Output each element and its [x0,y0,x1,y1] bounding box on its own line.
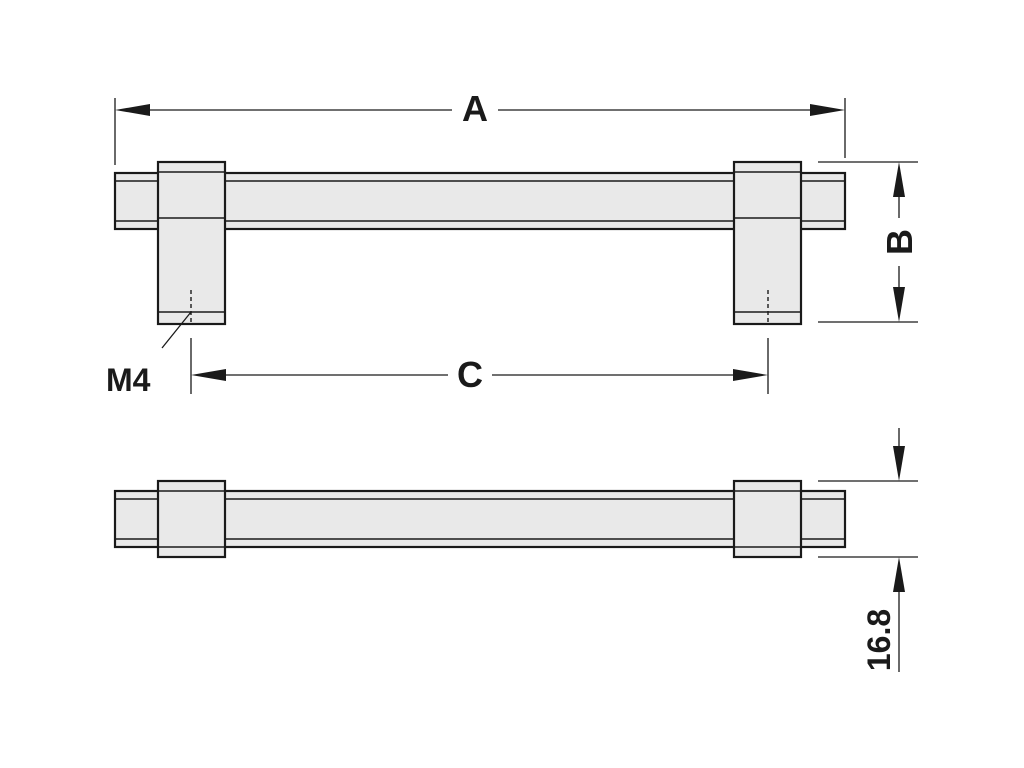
top-leg-right [732,479,803,559]
dimension-b: B [818,161,920,323]
front-bar [113,171,847,231]
dimension-c: C [190,338,769,395]
label-m4: M4 [106,362,151,398]
top-bar [113,489,847,549]
front-view [113,160,847,326]
top-view [113,479,847,559]
dimension-a: A [114,88,846,165]
label-b: B [879,229,920,255]
dimension-depth: 16.8 [818,428,918,672]
label-c: C [457,354,483,395]
thread-callout: M4 [106,311,192,398]
label-16-8: 16.8 [861,609,897,671]
top-leg-left [156,479,227,559]
label-a: A [462,88,488,129]
